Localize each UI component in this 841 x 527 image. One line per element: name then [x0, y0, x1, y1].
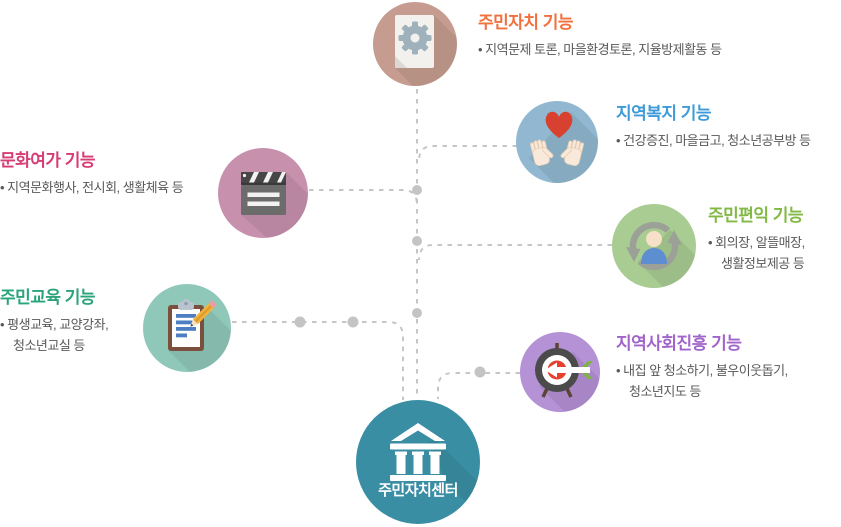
junction-dot — [412, 236, 422, 246]
node-circle-resident-education — [143, 284, 231, 372]
clipboard-pencil-icon — [168, 299, 217, 351]
node-desc-line: • 평생교육, 교양강좌, — [0, 317, 109, 332]
node-circle-culture-leisure — [218, 148, 308, 238]
node-desc-line: 청소년교실 등 — [13, 338, 85, 353]
node-desc-line: 생활정보제공 등 — [721, 256, 805, 271]
branch-promotion — [437, 372, 520, 399]
node-label-resident-convenience: 주민편익 기능 • 회의장, 알뜰매장, 생활정보제공 등 — [708, 206, 805, 274]
node-desc-line: • 회의장, 알뜰매장, — [708, 235, 805, 250]
center-circle-label: 주민자치센터 — [378, 482, 458, 499]
node-desc-line: • 지역문화행사, 전시회, 생활체육 등 — [0, 180, 184, 195]
junction-dot — [474, 366, 486, 378]
junction-dot — [347, 316, 359, 328]
junction-dot — [412, 185, 422, 195]
node-title: 주민교육 기능 — [0, 288, 96, 307]
node-label-regional-welfare: 지역복지 기능 • 건강증진, 마을금고, 청소년공부방 등 — [616, 104, 811, 151]
node-label-community-promotion: 지역사회진흥 기능 • 내집 앞 청소하기, 불우이웃돕기, 청소년지도 등 — [616, 334, 788, 402]
junction-dot — [412, 308, 422, 318]
person-cycle-icon — [626, 221, 682, 271]
target-arrow-icon — [535, 343, 593, 398]
node-desc-line: 청소년지도 등 — [629, 384, 701, 399]
node-label-culture-leisure: 문화여가 기능 • 지역문화행사, 전시회, 생활체육 등 — [0, 151, 184, 198]
node-label-resident-education: 주민교육 기능 • 평생교육, 교양강좌, 청소년교실 등 — [0, 288, 109, 356]
branch-education — [232, 321, 404, 400]
node-desc-line: • 지역문제 토론, 마을환경토론, 지율방제활동 등 — [478, 42, 722, 57]
branch-welfare — [418, 145, 517, 162]
node-title: 문화여가 기능 — [0, 151, 96, 170]
junction-dot — [294, 316, 306, 328]
connector-lines — [232, 89, 612, 400]
branch-convenience — [418, 244, 612, 261]
node-desc-line: • 건강증진, 마을금고, 청소년공부방 등 — [616, 133, 811, 148]
center-circle-community-center — [356, 400, 480, 524]
clapperboard-icon — [241, 172, 286, 215]
node-title: 지역사회진흥 기능 — [616, 334, 742, 353]
node-title: 지역복지 기능 — [616, 104, 712, 123]
node-title: 주민자치 기능 — [478, 13, 574, 32]
node-desc-line: • 내집 앞 청소하기, 불우이웃돕기, — [616, 363, 788, 378]
node-label-resident-autonomy: 주민자치 기능 • 지역문제 토론, 마을환경토론, 지율방제활동 등 — [478, 13, 722, 60]
branch-culture — [309, 189, 418, 206]
bank-building-icon — [390, 423, 446, 481]
hands-heart-icon — [530, 111, 584, 166]
gear-document-icon — [395, 15, 434, 68]
node-title: 주민편익 기능 — [708, 206, 804, 225]
